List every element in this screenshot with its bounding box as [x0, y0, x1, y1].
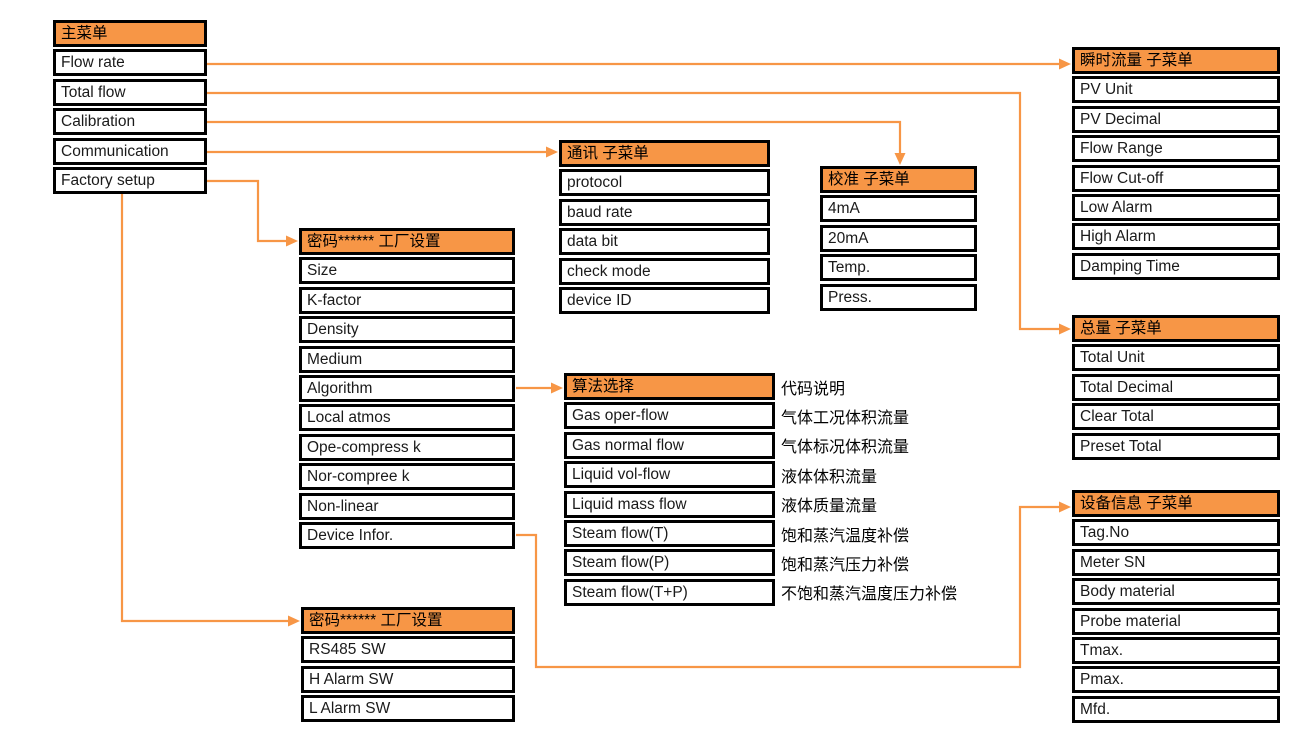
algorithm-menu-item-1: Gas normal flow	[564, 431, 775, 459]
factory-setup-menu-item-5: Local atmos	[299, 404, 515, 432]
factory-setup-menu-item-4: Algorithm	[299, 375, 515, 402]
communication-submenu-item-4: device ID	[559, 287, 770, 314]
total-submenu-header: 总量 子菜单	[1072, 315, 1280, 342]
connector-arrow-main-menu:Factory setup-to-factory-setup-menu	[207, 179, 298, 247]
calibration-submenu-item-0: 4mA	[820, 195, 977, 223]
calibration-submenu-item-3: Press.	[820, 283, 977, 311]
factory-setup-menu-item-8: Non-linear	[299, 492, 515, 520]
calibration-submenu-item-1: 20mA	[820, 224, 977, 252]
communication-submenu-item-3: check mode	[559, 257, 770, 285]
factory-setup-menu-2-item-0: RS485 SW	[301, 636, 515, 664]
instant-flow-submenu-item-4: Low Alarm	[1072, 194, 1280, 221]
total-submenu-item-0: Total Unit	[1072, 344, 1280, 372]
factory-setup-menu-2-item-1: H Alarm SW	[301, 665, 515, 693]
device-info-submenu-item-2: Body material	[1072, 578, 1280, 606]
annotation-label-3: 液体质量流量	[781, 498, 878, 516]
algorithm-menu-item-0: Gas oper-flow	[564, 402, 775, 430]
connector-arrow-main-menu:Calibration-to-calibration-submenu	[207, 120, 906, 165]
factory-setup-menu-item-9: Device Infor.	[299, 522, 515, 549]
algorithm-menu-item-6: Steam flow(T+P)	[564, 578, 775, 606]
annotation-header: 代码说明	[781, 380, 846, 398]
total-submenu-item-1: Total Decimal	[1072, 373, 1280, 401]
factory-setup-menu-item-0: Size	[299, 257, 515, 285]
total-submenu-item-3: Preset Total	[1072, 432, 1280, 460]
instant-flow-submenu-item-5: High Alarm	[1072, 223, 1280, 251]
algorithm-menu-item-4: Steam flow(T)	[564, 520, 775, 547]
communication-submenu-item-2: data bit	[559, 228, 770, 256]
connector-arrow-main-menu:Factory setup-to-factory-setup-menu-2	[120, 194, 300, 627]
device-info-submenu-item-3: Probe material	[1072, 607, 1280, 635]
instant-flow-submenu-item-3: Flow Cut-off	[1072, 164, 1280, 192]
main-menu-item-2: Calibration	[53, 108, 207, 136]
factory-setup-menu-item-3: Medium	[299, 345, 515, 373]
factory-setup-menu-item-2: Density	[299, 316, 515, 344]
connector-arrow-factory-setup-menu:Algorithm-to-algorithm-menu	[516, 382, 563, 394]
main-menu-item-1: Total flow	[53, 78, 207, 106]
algorithm-menu-item-3: Liquid mass flow	[564, 490, 775, 518]
algorithm-menu-item-2: Liquid vol-flow	[564, 461, 775, 489]
total-submenu-item-2: Clear Total	[1072, 403, 1280, 431]
device-info-submenu-header: 设备信息 子菜单	[1072, 490, 1280, 517]
instant-flow-submenu-item-2: Flow Range	[1072, 135, 1280, 163]
device-info-submenu-item-4: Tmax.	[1072, 637, 1280, 664]
device-info-submenu-item-0: Tag.No	[1072, 519, 1280, 547]
calibration-submenu-header: 校准 子菜单	[820, 166, 977, 193]
factory-setup-menu-item-1: K-factor	[299, 286, 515, 314]
annotation-label-0: 气体工况体积流量	[781, 409, 910, 427]
annotation-label-1: 气体标况体积流量	[781, 439, 910, 457]
factory-setup-menu-2-header: 密码****** 工厂设置	[301, 607, 515, 634]
factory-setup-menu-item-7: Nor-compree k	[299, 463, 515, 491]
main-menu-item-0: Flow rate	[53, 49, 207, 77]
main-menu-item-3: Communication	[53, 137, 207, 165]
main-menu-item-4: Factory setup	[53, 167, 207, 194]
calibration-submenu-item-2: Temp.	[820, 254, 977, 282]
connector-arrow-main-menu:Flow rate-to-instant-flow-submenu	[207, 58, 1071, 70]
factory-setup-menu-item-6: Ope-compress k	[299, 433, 515, 461]
annotation-label-2: 液体体积流量	[781, 468, 878, 486]
instant-flow-submenu-item-6: Damping Time	[1072, 252, 1280, 280]
communication-submenu-header: 通讯 子菜单	[559, 140, 770, 167]
algorithm-menu-item-5: Steam flow(P)	[564, 549, 775, 577]
instant-flow-submenu-item-0: PV Unit	[1072, 76, 1280, 104]
communication-submenu-item-1: baud rate	[559, 198, 770, 226]
instant-flow-submenu-item-1: PV Decimal	[1072, 105, 1280, 133]
device-info-submenu-item-6: Mfd.	[1072, 695, 1280, 723]
device-info-submenu-item-5: Pmax.	[1072, 666, 1280, 694]
main-menu-header: 主菜单	[53, 20, 207, 47]
annotation-label-4: 饱和蒸汽温度补偿	[781, 527, 910, 545]
instant-flow-submenu-header: 瞬时流量 子菜单	[1072, 47, 1280, 74]
device-info-submenu-item-1: Meter SN	[1072, 548, 1280, 576]
factory-setup-menu-header: 密码****** 工厂设置	[299, 228, 515, 255]
factory-setup-menu-2-item-2: L Alarm SW	[301, 695, 515, 723]
communication-submenu-item-0: protocol	[559, 169, 770, 197]
connector-arrow-main-menu:Communication-to-communication-submenu	[207, 146, 558, 158]
annotation-label-6: 不饱和蒸汽温度压力补偿	[781, 586, 958, 604]
algorithm-menu-header: 算法选择	[564, 373, 775, 400]
annotation-label-5: 饱和蒸汽压力补偿	[781, 556, 910, 574]
